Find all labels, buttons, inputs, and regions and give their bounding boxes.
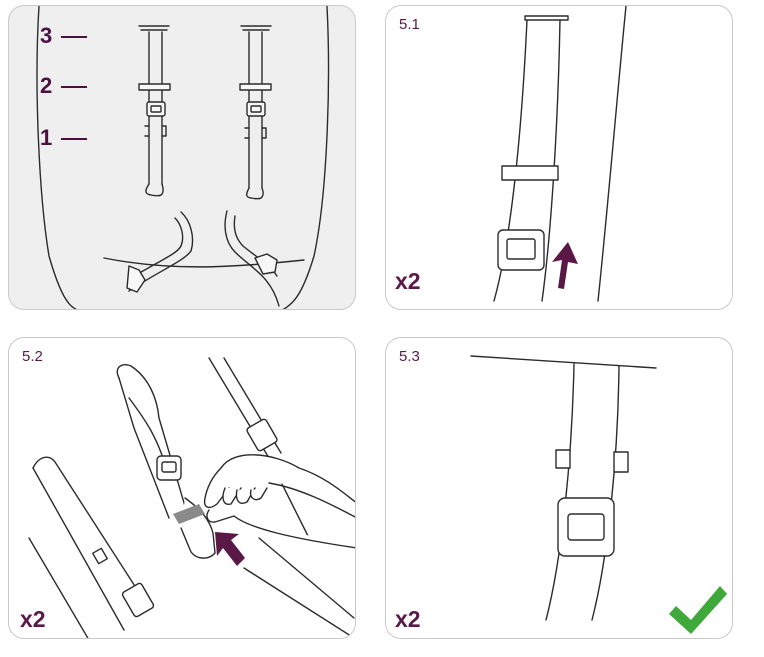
height-tick-2	[61, 86, 87, 88]
height-tick-3	[61, 36, 87, 38]
step-label: 5.1	[399, 16, 420, 33]
checkmark-icon	[669, 586, 727, 634]
arrow-up-icon	[552, 242, 578, 289]
height-label-3: 3	[40, 23, 53, 48]
step-label: 5.2	[22, 348, 43, 365]
panel-step-5-3: 5.3 x2	[385, 337, 733, 639]
seat-back-illustration	[36, 6, 330, 309]
buckle-release-illustration	[28, 357, 355, 638]
repeat-count: x2	[395, 268, 421, 294]
step-label: 5.3	[399, 348, 420, 365]
panel-harness-heights: 3 2 1	[8, 5, 356, 310]
arrow-up-left-icon	[215, 532, 245, 566]
panel-step-5-1: 5.1 x2	[385, 5, 733, 310]
height-label-2: 2	[40, 73, 53, 98]
repeat-count: x2	[395, 606, 421, 632]
strap-positioned-illustration	[470, 355, 727, 634]
strap-slide-up-illustration	[493, 6, 627, 302]
panel-step-5-2: 5.2 x2	[8, 337, 356, 639]
repeat-count: x2	[20, 606, 46, 632]
height-tick-1	[61, 138, 87, 140]
height-label-1: 1	[40, 125, 53, 150]
